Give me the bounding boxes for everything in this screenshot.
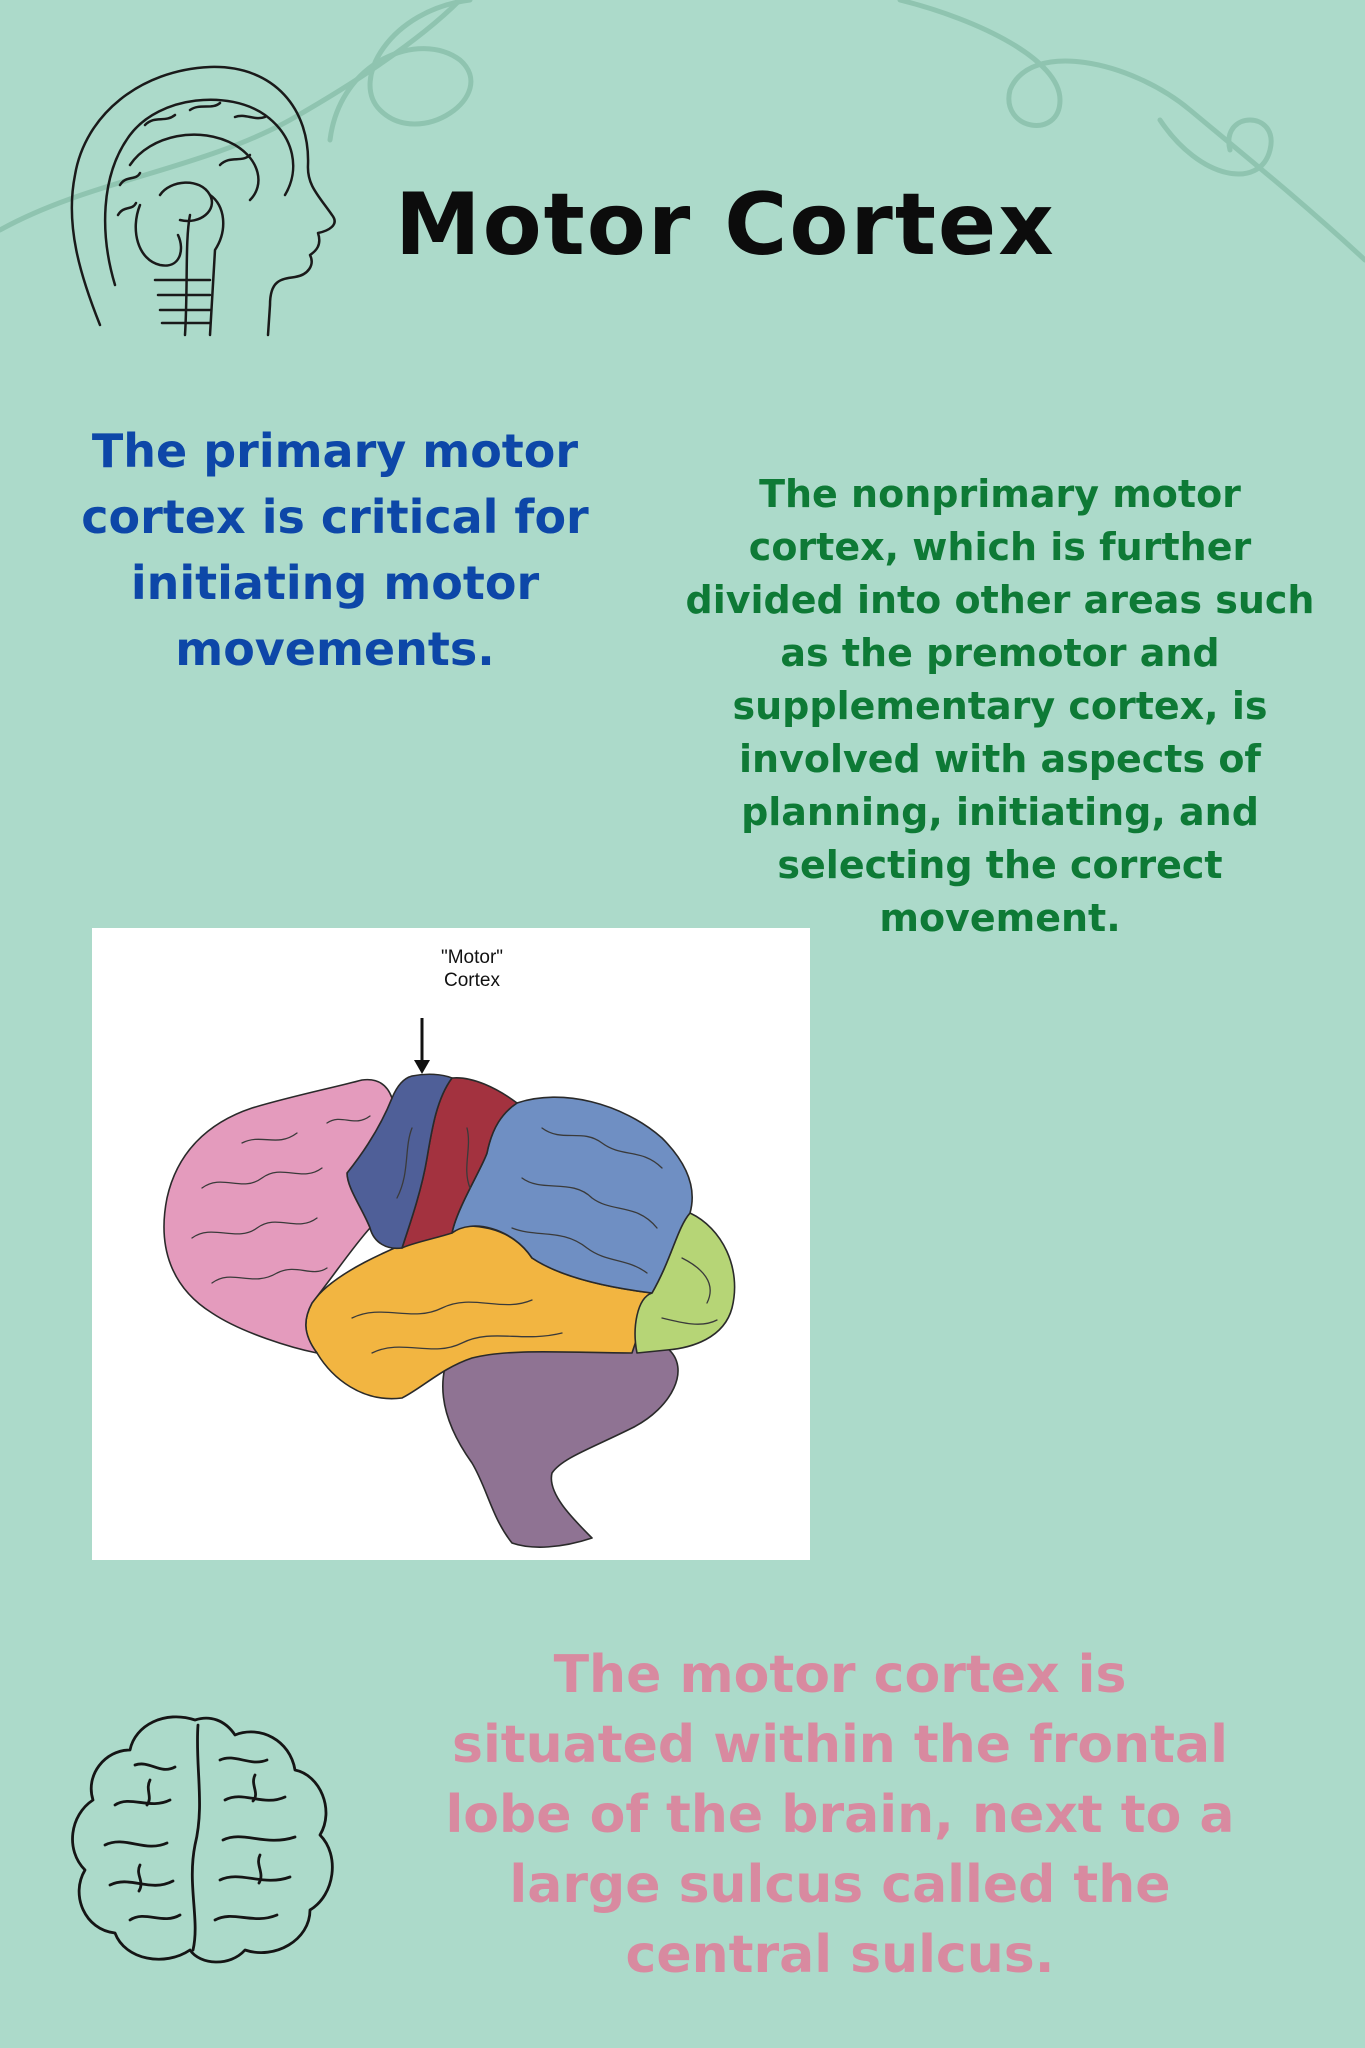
motor-label-line1: "Motor" bbox=[440, 947, 504, 968]
head-anatomy-icon bbox=[70, 65, 336, 337]
brain-lobes-svg bbox=[163, 1018, 736, 1548]
primary-motor-cortex-text: The primary motor cortex is critical for… bbox=[81, 424, 589, 676]
brainstem-cerebellum-region bbox=[441, 1332, 679, 1548]
motor-cortex-location-text: The motor cortex is situated within the … bbox=[445, 1645, 1235, 1985]
frontal-lobe-region bbox=[163, 1078, 393, 1354]
down-arrow-icon bbox=[414, 1018, 430, 1074]
brain-outline-icon bbox=[71, 1715, 334, 1964]
page-title: Motor Cortex bbox=[395, 175, 1056, 275]
nonprimary-motor-cortex-text: The nonprimary motor cortex, which is fu… bbox=[685, 472, 1315, 940]
motor-label-line2: Cortex bbox=[444, 970, 500, 991]
motor-cortex-label: "Motor" Cortex bbox=[392, 946, 552, 992]
brain-lobes-diagram: "Motor" Cortex bbox=[92, 928, 810, 1560]
